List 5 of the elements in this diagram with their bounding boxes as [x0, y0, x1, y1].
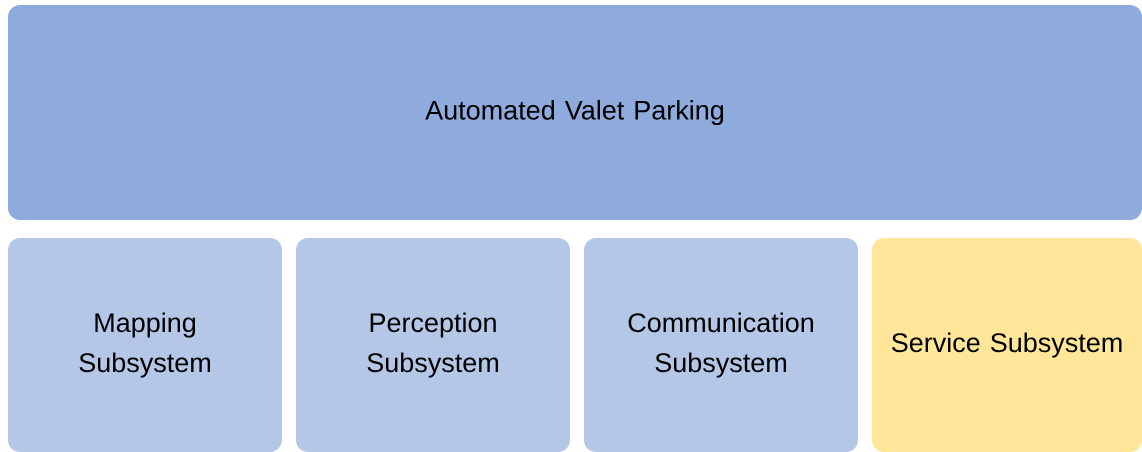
box: Mapping Subsystem [8, 238, 282, 452]
box: Perception Subsystem [296, 238, 570, 452]
box: Communication Subsystem [584, 238, 858, 452]
box: Service Subsystem [872, 238, 1142, 452]
box: Automated Valet Parking [8, 5, 1142, 220]
